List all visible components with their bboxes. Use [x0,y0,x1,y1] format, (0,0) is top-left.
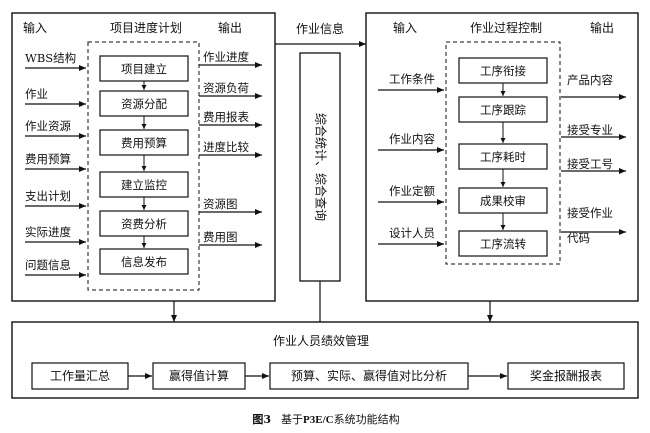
control-step-box [458,143,548,170]
control-step-box [458,230,548,257]
plan-step-box [99,171,189,198]
control-dashed-box [445,41,561,265]
plan-step-box [99,210,189,237]
performance-step-label: 预算、实际、赢得值对比分析 [291,368,447,383]
right-input-header: 输入 [393,20,417,35]
plan-step-label: 建立监控 [121,178,167,192]
plan-step-box [99,248,189,275]
performance-step-box [152,362,246,390]
bottom-panel [11,321,639,399]
right-panel [365,12,639,302]
right-output-label: 接受工号 [567,157,613,171]
right-output-label: 产品内容 [567,73,613,87]
performance-step-label: 工作量汇总 [50,369,110,383]
performance-step-box [507,362,625,390]
right-input-label: 工作条件 [389,72,435,86]
bottom-title: 作业人员绩效管理 [273,333,369,348]
right-input-label: 设计人员 [389,226,435,240]
control-step-label: 工序跟踪 [480,103,526,117]
control-step-label: 工序衔接 [480,64,526,78]
left-input-label: WBS结构 [25,51,76,65]
left-output-header: 输出 [218,20,242,35]
plan-step-box [99,129,189,156]
left-input-label: 实际进度 [25,225,71,239]
performance-step-box [31,362,129,390]
left-output-label: 作业进度 [203,50,249,64]
control-step-label: 成果校审 [480,194,526,208]
left-plan-header: 项目进度计划 [110,20,182,35]
left-input-label: 作业资源 [25,119,71,133]
left-input-label: 支出计划 [25,189,71,203]
right-output-label: 接受专业 [567,123,613,137]
plan-step-label: 资源分配 [121,97,167,111]
right-control-header: 作业过程控制 [470,20,542,35]
right-input-label: 作业内容 [389,132,435,146]
plan-step-label: 信息发布 [121,255,167,269]
left-panel [11,12,276,302]
control-step-label: 工序耗时 [480,150,526,164]
performance-step-label: 赢得值计算 [169,368,229,383]
control-step-box [458,96,548,123]
plan-step-label: 费用预算 [121,136,167,150]
left-input-header: 输入 [23,20,47,35]
right-output-label: 接受作业 [567,206,613,220]
performance-step-label: 奖金报酬报表 [530,368,602,383]
plan-step-box [99,55,189,82]
left-input-label: 问题信息 [25,258,71,272]
left-output-label: 费用图 [203,230,238,244]
left-output-label: 进度比较 [203,140,249,154]
left-output-label: 资源负荷 [203,81,249,95]
plan-step-box [99,90,189,117]
left-input-label: 作业 [25,87,48,101]
left-input-label: 费用预算 [25,152,71,166]
plan-step-label: 资费分析 [121,217,167,231]
left-output-label: 费用报表 [203,110,249,124]
control-step-label: 工序流转 [480,237,526,251]
plan-step-label: 项目建立 [121,62,167,76]
control-step-box [458,187,548,214]
right-output-label: 代码 [567,231,590,245]
work-info-label: 作业信息 [296,21,344,36]
plan-dashed-box [87,41,200,291]
right-output-header: 输出 [590,20,614,35]
integrated-stats-label: 综合统计、综合查询 [314,113,329,221]
right-input-label: 作业定额 [389,184,435,198]
left-output-label: 资源图 [203,197,238,211]
